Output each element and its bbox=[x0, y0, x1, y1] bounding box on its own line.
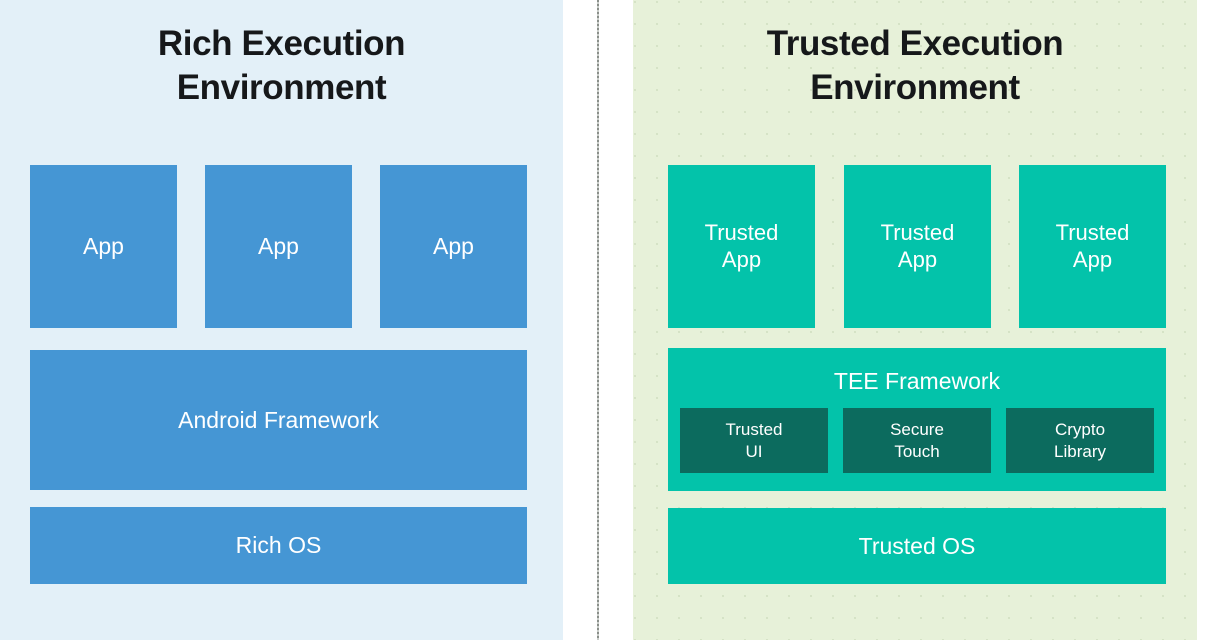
tee-framework-block: TEE Framework Trusted UI Secure Touch Cr… bbox=[668, 348, 1166, 491]
crypto-library-subblock: Crypto Library bbox=[1006, 408, 1154, 473]
ree-app-box-1: App bbox=[30, 165, 177, 328]
secure-touch-subblock: Secure Touch bbox=[843, 408, 991, 473]
rich-os-block: Rich OS bbox=[30, 507, 527, 584]
trusted-app-box-2: Trusted App bbox=[844, 165, 991, 328]
ree-app-box-2: App bbox=[205, 165, 352, 328]
trusted-app-box-1: Trusted App bbox=[668, 165, 815, 328]
trusted-execution-environment-panel: Trusted Execution Environment Trusted Ap… bbox=[633, 0, 1197, 640]
ree-panel-title: Rich Execution Environment bbox=[157, 24, 406, 108]
trusted-os-block: Trusted OS bbox=[668, 508, 1166, 584]
tee-panel-title: Trusted Execution Environment bbox=[766, 24, 1064, 108]
android-framework-block: Android Framework bbox=[30, 350, 527, 490]
panel-divider bbox=[597, 0, 599, 640]
rich-execution-environment-panel: Rich Execution Environment App App App A… bbox=[0, 0, 563, 640]
trusted-ui-subblock: Trusted UI bbox=[680, 408, 828, 473]
trusted-app-box-3: Trusted App bbox=[1019, 165, 1166, 328]
tee-framework-label: TEE Framework bbox=[833, 368, 1001, 394]
ree-app-box-3: App bbox=[380, 165, 527, 328]
